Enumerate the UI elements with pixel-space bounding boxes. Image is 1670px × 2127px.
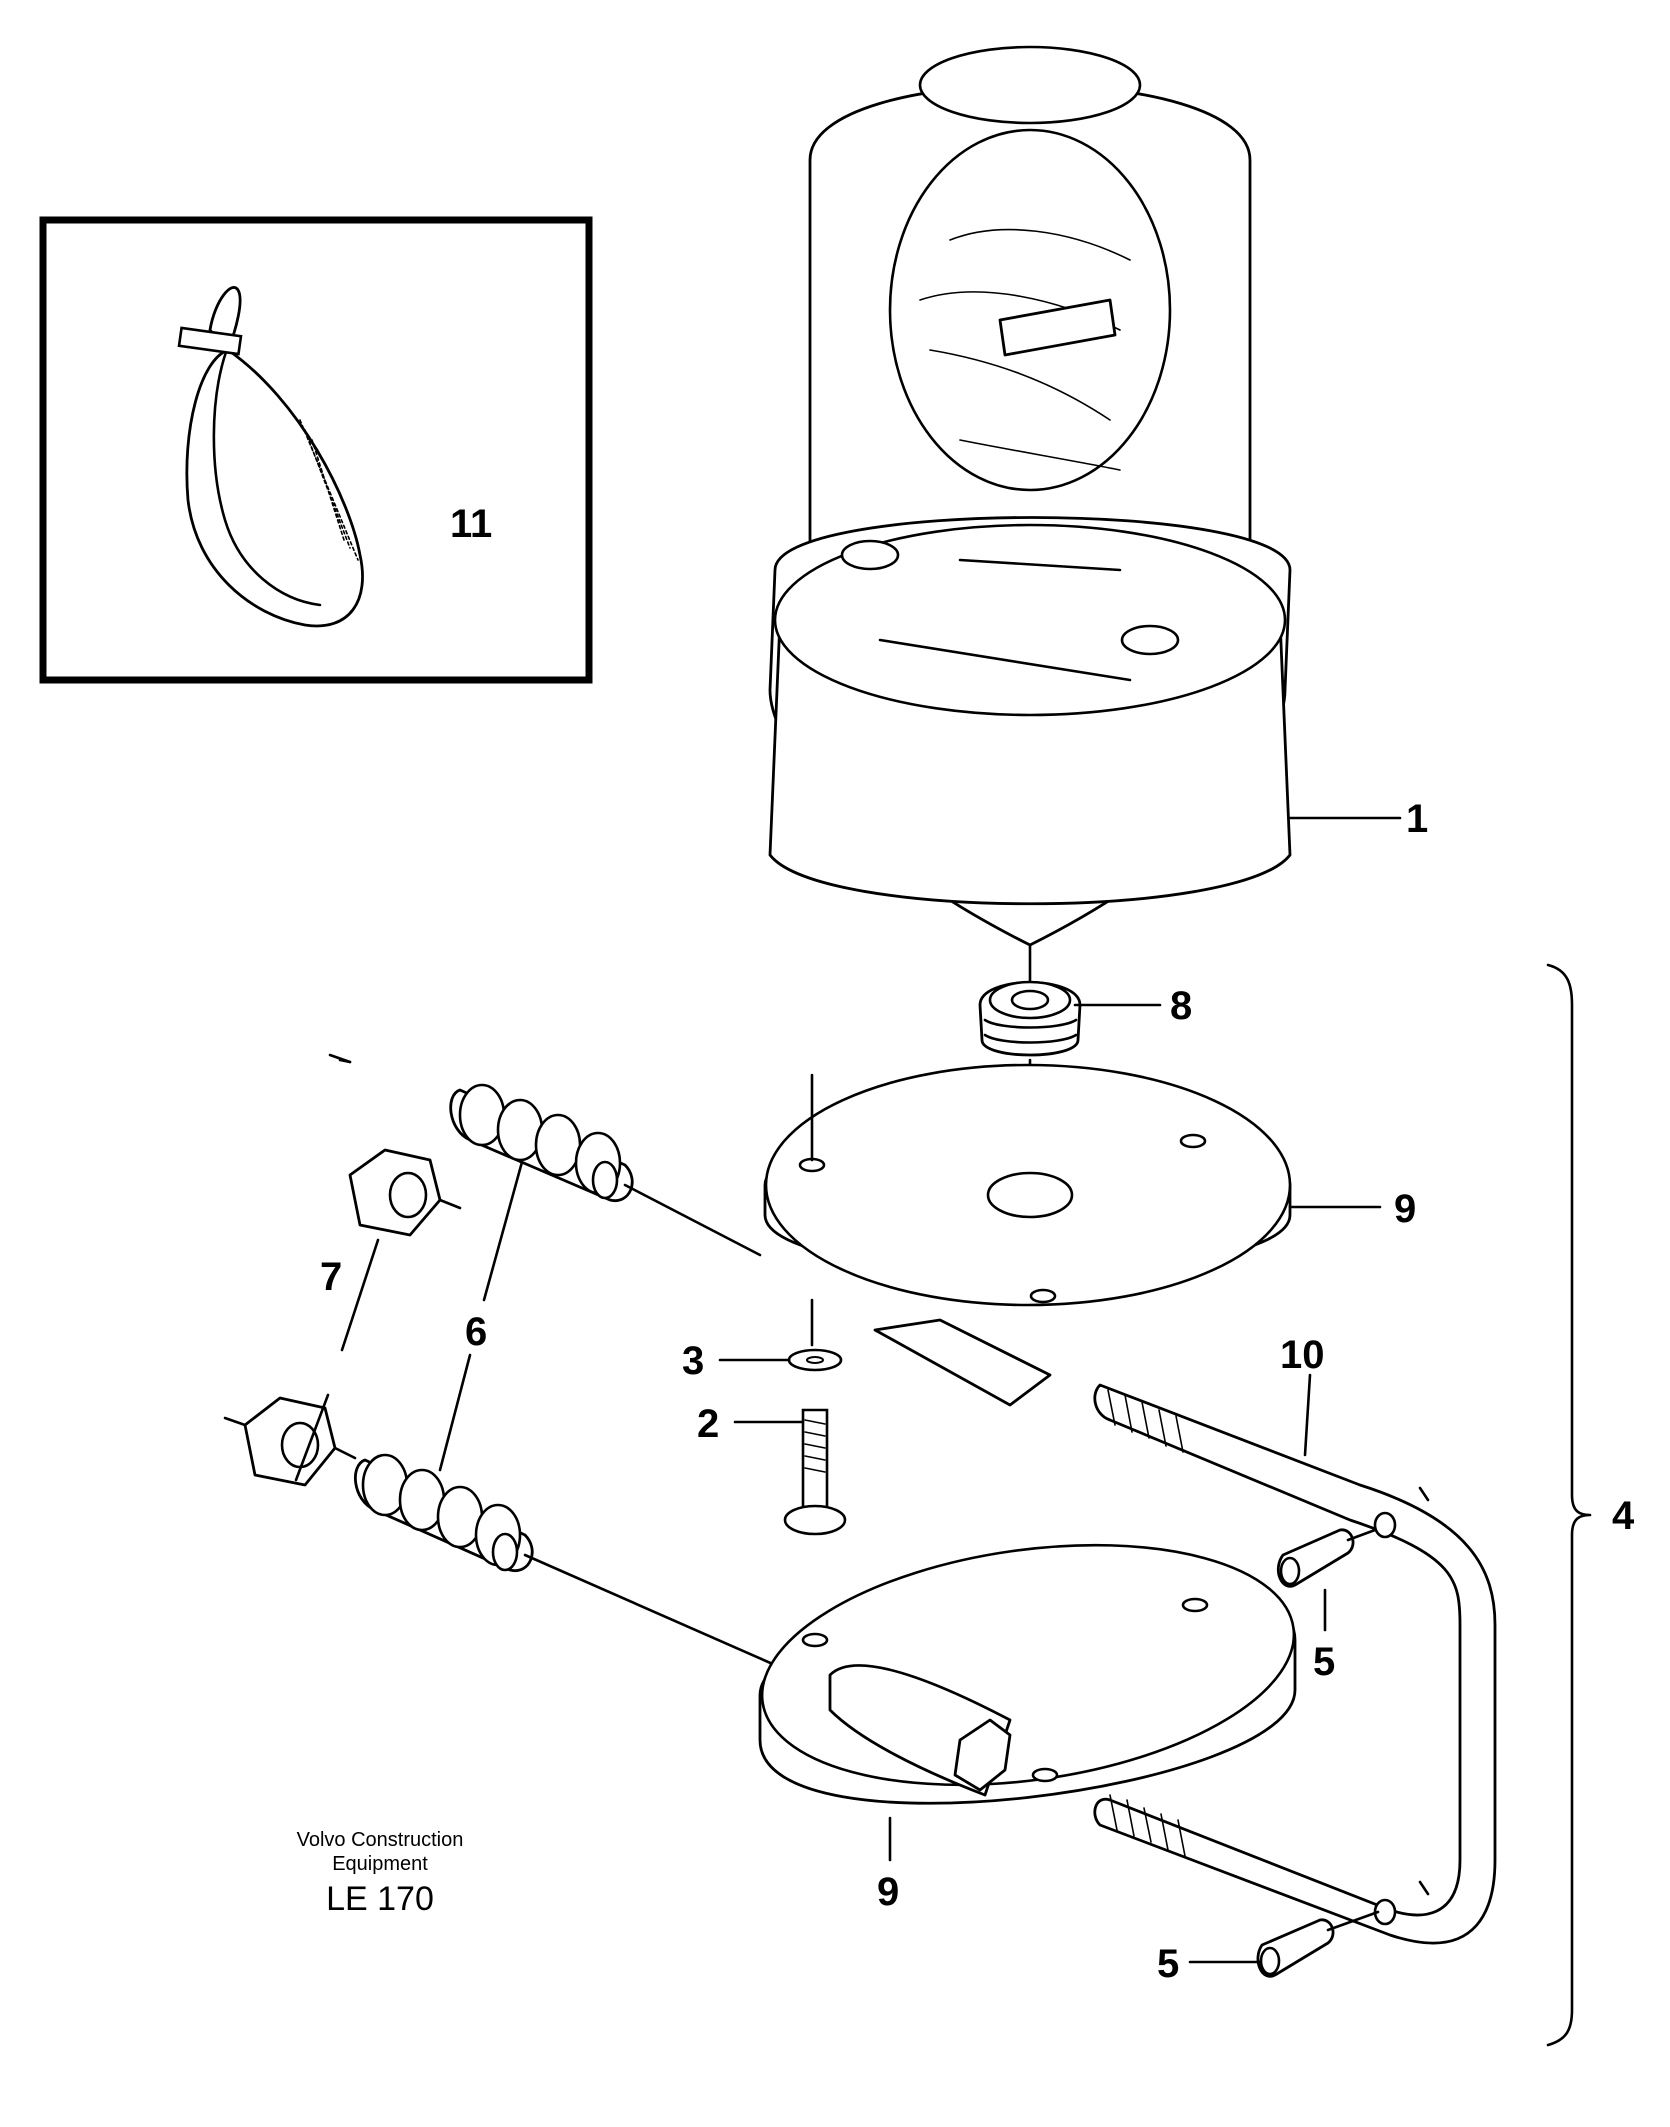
- callout-2: 2: [697, 1402, 719, 1446]
- upper-axis-line: [330, 1055, 760, 1255]
- bolt-part: [785, 1410, 845, 1534]
- u-bolt-part: [1095, 1385, 1495, 1943]
- leader-lines-6: [440, 1162, 522, 1470]
- cable-tie-part: [179, 287, 362, 626]
- upper-mounting-plate-part: [765, 1065, 1290, 1405]
- callout-5-lower: 5: [1157, 1942, 1179, 1986]
- callout-3: 3: [682, 1339, 704, 1383]
- leader-line-10: [1305, 1375, 1310, 1455]
- leader-lines-7: [296, 1240, 378, 1480]
- callout-5-upper: 5: [1313, 1640, 1335, 1684]
- callout-1: 1: [1406, 797, 1428, 841]
- upper-pin-part: [1278, 1530, 1375, 1587]
- lower-spring-part: [355, 1455, 532, 1571]
- callout-6: 6: [465, 1310, 487, 1354]
- callout-11: 11: [450, 502, 492, 546]
- callout-8: 8: [1170, 984, 1192, 1028]
- footer-model-label: LE 170: [326, 1880, 434, 1918]
- assembly-bracket-4: [1548, 965, 1590, 2045]
- inset-cable-tie-box: [43, 220, 589, 680]
- callout-9-upper: 9: [1394, 1187, 1416, 1231]
- lower-axis-line: [225, 1418, 775, 1665]
- callout-4: 4: [1612, 1494, 1635, 1538]
- callout-7: 7: [320, 1255, 342, 1299]
- washer-part: [789, 1350, 841, 1370]
- lower-mounting-plate-part: [747, 1514, 1310, 1860]
- grommet-part: [980, 982, 1080, 1190]
- upper-spring-part: [451, 1085, 633, 1201]
- callout-10: 10: [1280, 1333, 1325, 1377]
- callout-9-lower: 9: [877, 1870, 899, 1914]
- footer-manufacturer-line2: Equipment: [332, 1853, 428, 1875]
- upper-nut-part: [340, 1060, 440, 1235]
- footer-manufacturer-line1: Volvo Construction: [297, 1829, 464, 1851]
- beacon-lamp-part: [770, 47, 1290, 985]
